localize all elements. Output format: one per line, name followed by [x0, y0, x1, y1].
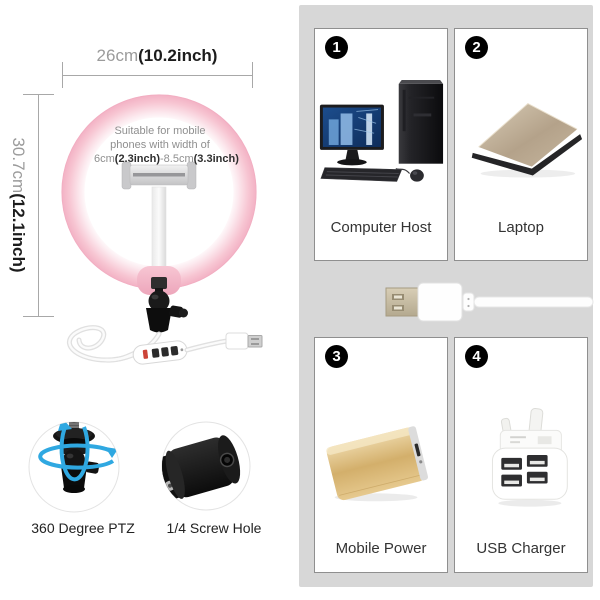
laptop-illustration	[471, 103, 583, 178]
usb-plug	[225, 332, 263, 350]
usb-metal-plug	[385, 287, 419, 317]
mouse	[395, 168, 424, 182]
item-label: Computer Host	[330, 219, 432, 236]
ball-head-360-illustration	[38, 422, 118, 493]
rotation-arrows	[38, 422, 118, 482]
width-metric-text: 26cm	[96, 46, 139, 65]
feature-vignettes	[28, 421, 251, 513]
panel-item-mobile-power: 3 Mobile Power	[314, 337, 448, 573]
width-dimension-tick-right	[252, 62, 253, 88]
width-dimension-line	[62, 75, 253, 76]
feature-label-360-ptz: 360 Degree PTZ	[31, 520, 135, 536]
power-bank-body	[326, 426, 428, 501]
height-dimension-line	[38, 94, 39, 317]
cable-strain-relief	[462, 292, 475, 312]
phone-clamp-stem	[151, 186, 167, 278]
item-label: USB Charger	[476, 540, 566, 557]
note-line-2: phones with width of	[110, 139, 210, 151]
compatibility-panel: 1	[299, 5, 594, 587]
controller-button-3	[170, 346, 179, 356]
laptop-base	[471, 134, 583, 176]
height-dimension-tick-bottom	[23, 316, 54, 317]
note-line-1: Suitable for mobile	[114, 125, 206, 137]
item-number-badge: 4	[465, 345, 488, 368]
item-number-badge: 3	[325, 345, 348, 368]
laptop-lid	[478, 103, 578, 167]
note-line-3: 6cm(2.3inch)-8.5cm(3.3inch)	[94, 153, 239, 165]
phone-clamp	[121, 161, 197, 190]
inline-controller	[132, 340, 188, 365]
width-dimension-tick-left	[62, 62, 63, 88]
height-metric-text: 30.7cm	[9, 137, 28, 194]
ring-light-illustration	[61, 94, 257, 333]
cable-wire	[473, 296, 594, 308]
usb-cable-illustration	[385, 282, 594, 322]
usb-ports	[501, 454, 548, 487]
tower-case	[398, 79, 444, 164]
panel-item-usb-charger: 4	[454, 337, 588, 573]
item-number-badge: 2	[465, 36, 488, 59]
height-dimension-label: 30.7cm(12.1inch)	[8, 120, 28, 290]
cable-to-plug	[184, 338, 230, 353]
controller-button-2	[161, 347, 169, 357]
controller-button-1	[151, 348, 160, 358]
ball-head-mount	[146, 277, 188, 333]
panel-item-laptop: 2 Laptop	[454, 28, 588, 261]
feature-label-screw-hole: 1/4 Screw Hole	[166, 520, 262, 536]
compatibility-note: Suitable for mobile phones with width of…	[94, 124, 239, 166]
item-label: Mobile Power	[335, 540, 427, 557]
power-cable-illustration	[66, 325, 263, 365]
width-dimension-label: 26cm(10.2inch)	[57, 46, 257, 66]
item-number-badge: 1	[325, 36, 348, 59]
height-dimension-tick-top	[23, 94, 54, 95]
panel-item-computer-host: 1	[314, 28, 448, 261]
item-label: Laptop	[498, 219, 544, 236]
width-imperial-text: (10.2inch)	[138, 46, 218, 65]
desktop-computer-illustration	[319, 79, 444, 182]
height-imperial-text: (12.1inch)	[9, 193, 28, 273]
controller-led	[142, 349, 149, 359]
usb-charger-illustration	[491, 408, 568, 507]
power-bank-illustration	[326, 426, 428, 502]
keyboard	[320, 167, 403, 182]
usb-plug-body	[417, 282, 463, 322]
monitor	[319, 104, 384, 166]
